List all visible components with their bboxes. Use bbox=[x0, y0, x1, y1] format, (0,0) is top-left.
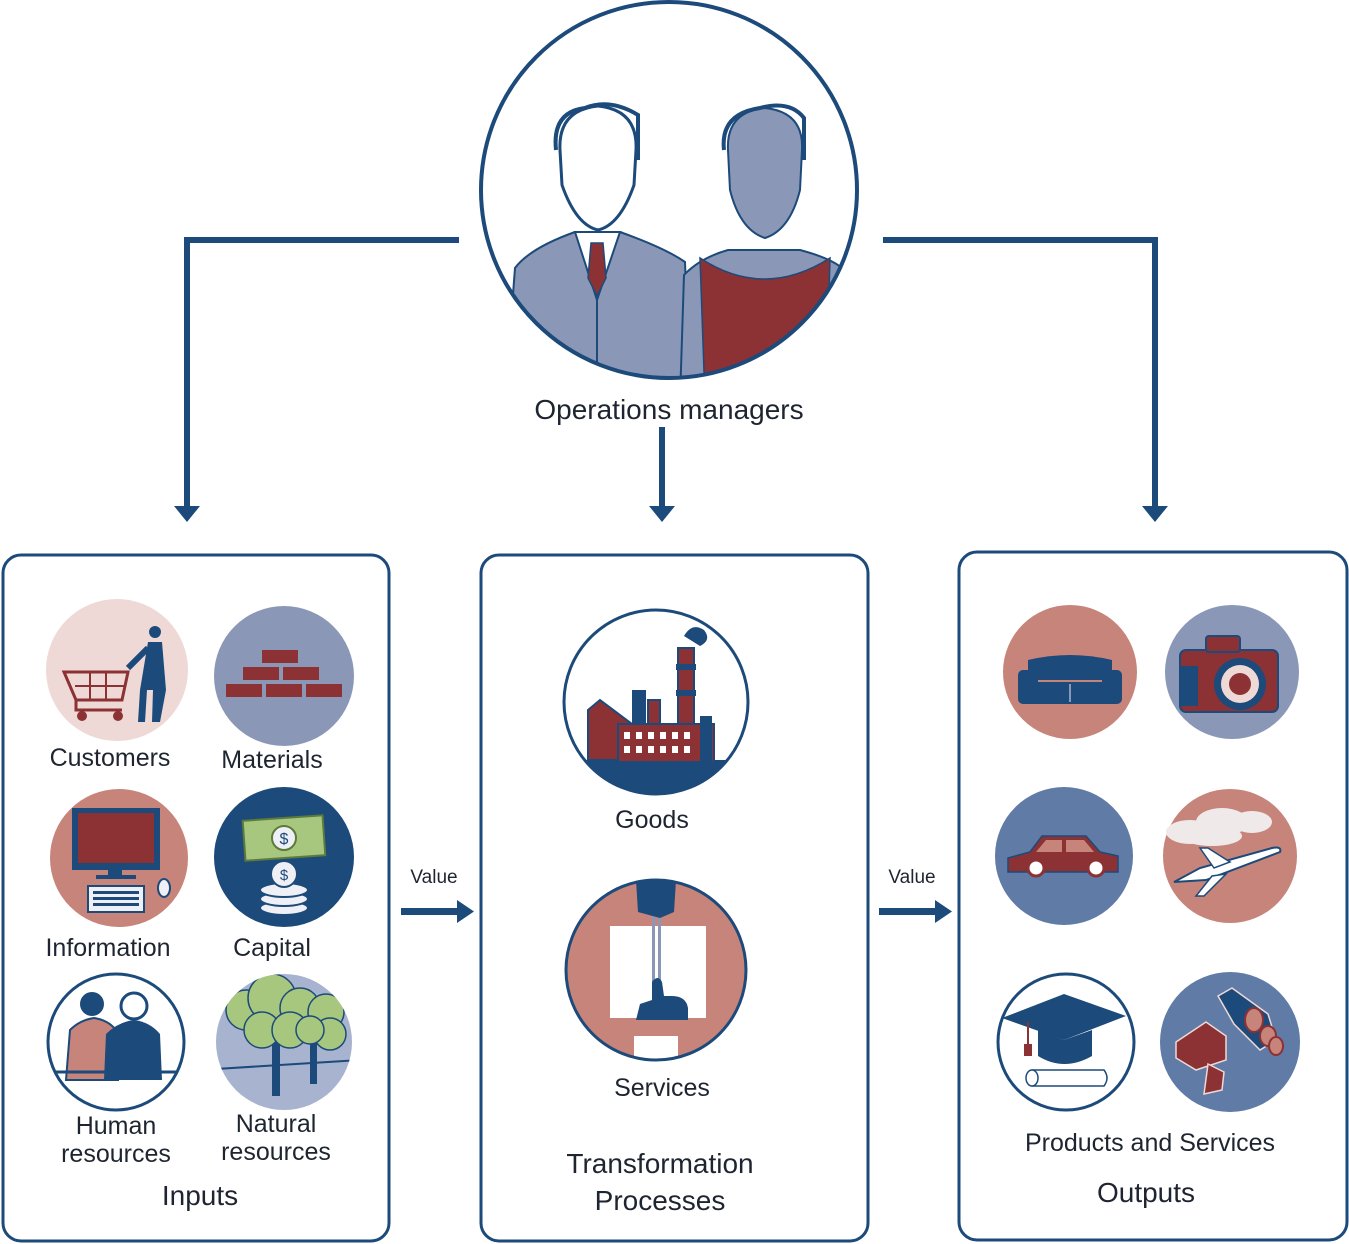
factory-icon bbox=[562, 608, 750, 796]
people-icon bbox=[46, 972, 186, 1112]
materials-label: Materials bbox=[221, 746, 323, 774]
airplane-icon bbox=[1163, 789, 1297, 923]
operations-managers-icon bbox=[479, 0, 859, 380]
customers-label: Customers bbox=[49, 744, 171, 772]
human-resources-line2: resources bbox=[61, 1140, 171, 1168]
graduation-cap-icon bbox=[996, 972, 1136, 1112]
elevator-button-icon bbox=[564, 878, 748, 1062]
transformation-title-line2: Processes bbox=[594, 1185, 726, 1216]
arrow-down-icon bbox=[1142, 506, 1168, 522]
natural-resources-label: Natural resources bbox=[196, 1110, 356, 1166]
transformation-title-line1: Transformation bbox=[566, 1148, 754, 1179]
svg-text:$: $ bbox=[280, 867, 289, 884]
arrow-down-icon bbox=[174, 506, 200, 522]
capital-label: Capital bbox=[233, 934, 311, 962]
arrow-heads bbox=[174, 506, 1168, 522]
computer-icon bbox=[50, 789, 188, 927]
human-resources-line1: Human bbox=[75, 1112, 157, 1140]
connector-lines bbox=[184, 237, 1158, 508]
cheese-icon bbox=[1160, 972, 1300, 1112]
value-label-left: Value bbox=[410, 867, 458, 888]
services-label: Services bbox=[614, 1074, 710, 1102]
value-label-right: Value bbox=[888, 867, 936, 888]
human-resources-label: Human resources bbox=[36, 1112, 196, 1168]
value-arrow-left bbox=[401, 900, 474, 923]
camera-icon bbox=[1165, 605, 1299, 739]
value-arrow-right bbox=[879, 900, 952, 923]
goods-label: Goods bbox=[615, 806, 689, 834]
natural-resources-line1: Natural bbox=[235, 1110, 317, 1138]
operations-managers-label: Operations managers bbox=[534, 394, 804, 425]
trees-icon bbox=[216, 974, 352, 1110]
natural-resources-line2: resources bbox=[221, 1138, 331, 1166]
inputs-title: Inputs bbox=[161, 1180, 239, 1211]
information-label: Information bbox=[45, 934, 171, 962]
outputs-title: Outputs bbox=[1096, 1177, 1196, 1208]
car-icon bbox=[995, 787, 1133, 925]
sofa-icon bbox=[1003, 605, 1137, 739]
arrow-down-icon bbox=[649, 506, 675, 522]
money-icon: $ $ bbox=[214, 787, 354, 927]
svg-text:$: $ bbox=[280, 831, 289, 848]
shopping-cart-icon bbox=[46, 599, 188, 741]
products-services-label: Products and Services bbox=[1024, 1129, 1276, 1157]
transformation-title: Transformation Processes bbox=[510, 1145, 810, 1219]
bricks-icon bbox=[214, 606, 354, 746]
